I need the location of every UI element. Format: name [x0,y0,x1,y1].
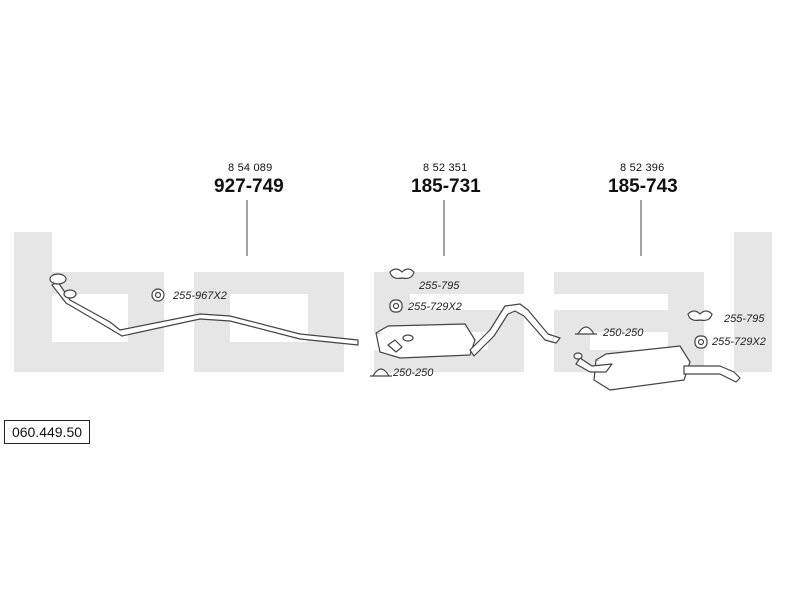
clamp-icon-1 [370,368,392,377]
mount-icon-1 [389,299,403,313]
catalog-number-box: 060.449.50 [4,420,90,444]
part-3-ref: 8 52 396 [620,162,665,174]
accessory-label-2: 255-795 [419,280,460,292]
accessory-label-4: 250-250 [393,367,434,379]
hanger-icon-1 [389,268,415,279]
rubber-mount-icon-1 [151,288,165,302]
part-3-number: 185-743 [608,176,678,197]
part-2-number: 185-731 [411,176,481,197]
accessory-label-6: 255-795 [724,313,765,325]
accessory-label-3: 255-729X2 [408,301,462,313]
rear-muffler [573,345,741,391]
part-1-number: 927-749 [214,176,284,197]
mount-icon-2 [694,335,708,349]
clamp-icon-2 [575,326,597,335]
part-2-ref: 8 52 351 [423,162,468,174]
accessory-label-1: 255-967X2 [173,290,227,302]
hanger-icon-2 [687,310,713,321]
accessory-label-7: 255-729X2 [712,336,766,348]
front-pipe [49,273,359,346]
part-1-ref: 8 54 089 [228,162,273,174]
accessory-label-5: 250-250 [603,327,644,339]
center-muffler [375,303,561,359]
